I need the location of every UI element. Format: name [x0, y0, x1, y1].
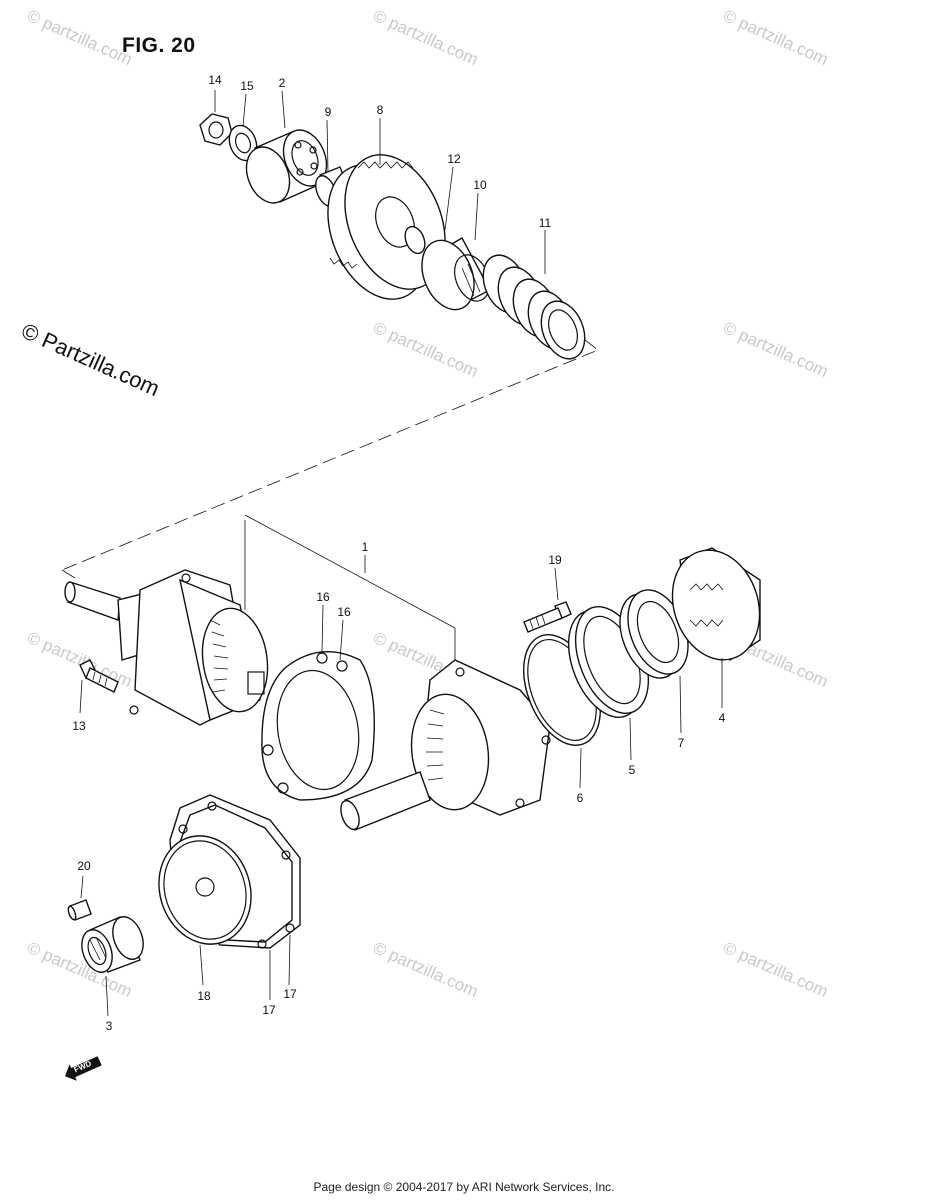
- o-ring-part-18: [158, 835, 252, 945]
- ring-gear-housing-part-1: [340, 659, 551, 831]
- pinion-housing-part-1: [64, 569, 269, 726]
- forward-direction-badge: FWD: [61, 1053, 102, 1082]
- bolt-part-13: [79, 659, 119, 693]
- bearing-part-2: [245, 129, 328, 204]
- callout-1: 1: [361, 540, 369, 554]
- callout-4: 4: [718, 711, 726, 725]
- bolt-part-19: [523, 601, 572, 633]
- nut-part-14: [199, 113, 233, 146]
- callout-17: 17: [262, 1003, 276, 1017]
- needle-bearing-part-3: [81, 916, 144, 973]
- callout-13: 13: [72, 719, 86, 733]
- callout-16: 16: [337, 605, 351, 619]
- spring-part-11: [482, 254, 586, 360]
- callout-3: 3: [105, 1019, 113, 1033]
- callout-15: 15: [240, 79, 254, 93]
- oil-seal-part-7: [619, 589, 689, 679]
- circlip-part-12: [404, 225, 426, 255]
- gear-part-8: [327, 154, 446, 300]
- figure-title: FIG. 20: [122, 34, 196, 57]
- callout-8: 8: [376, 103, 384, 117]
- callout-10: 10: [473, 178, 487, 192]
- callout-17: 17: [283, 987, 297, 1001]
- callout-7: 7: [677, 736, 685, 750]
- callout-19: 19: [548, 553, 562, 567]
- bearing-nut-part-4: [671, 547, 761, 661]
- callout-20: 20: [77, 859, 91, 873]
- callout-12: 12: [447, 152, 461, 166]
- callout-16: 16: [316, 590, 330, 604]
- page-footer: Page design © 2004-2017 by ARI Network S…: [313, 1180, 615, 1194]
- gasket-part-16: [261, 650, 375, 801]
- callout-2: 2: [278, 76, 286, 90]
- callout-6: 6: [576, 791, 584, 805]
- callout-5: 5: [628, 763, 636, 777]
- arrow-left-icon: [64, 1056, 102, 1081]
- pin-part-20: [67, 899, 92, 921]
- callout-14: 14: [208, 73, 222, 87]
- callout-9: 9: [324, 105, 332, 119]
- callout-18: 18: [197, 989, 211, 1003]
- callout-11: 11: [538, 216, 552, 230]
